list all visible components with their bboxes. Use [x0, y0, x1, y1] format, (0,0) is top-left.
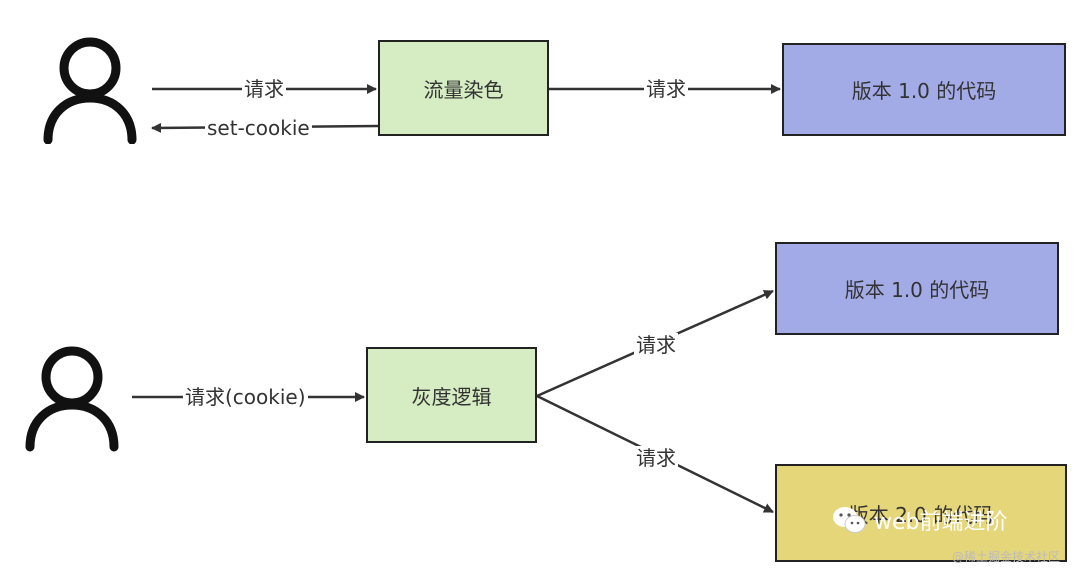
version-2-box: 版本 2.0 的代码	[775, 464, 1067, 562]
user-icon	[25, 346, 119, 452]
user-icon	[43, 37, 137, 144]
gray-logic-box: 灰度逻辑	[366, 347, 537, 443]
traffic-dye-box: 流量染色	[378, 40, 549, 136]
watermark-brand: web前端进阶	[874, 510, 1008, 535]
watermark: web前端进阶	[832, 504, 1008, 536]
request-label: 请求	[242, 77, 286, 101]
request-label: 请求	[644, 77, 688, 101]
request-cookie-label: 请求(cookie)	[183, 385, 308, 409]
request-label: 请求	[634, 333, 678, 357]
set-cookie-label: set-cookie	[205, 116, 312, 140]
wechat-icon	[833, 507, 866, 533]
version-1-box: 版本 1.0 的代码	[782, 43, 1066, 136]
watermark-sub: @稀土掘金技术社区	[952, 550, 1061, 564]
version-1-box: 版本 1.0 的代码	[775, 242, 1059, 335]
request-label: 请求	[634, 446, 678, 470]
